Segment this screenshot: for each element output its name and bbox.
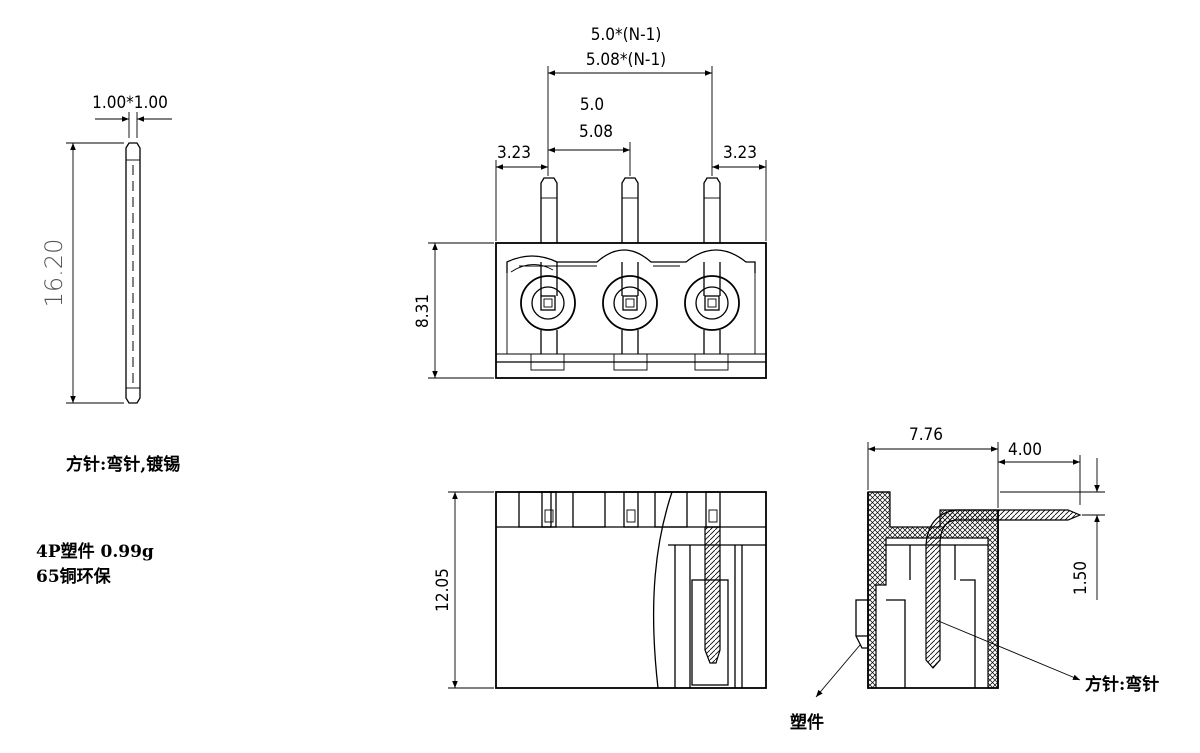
pin-spec-note: 方针:弯针,镀锡 bbox=[66, 455, 181, 475]
front-view: 12.05 bbox=[433, 491, 767, 689]
side-width-dim: 7.76 bbox=[909, 425, 943, 445]
pitch-dim-b: 5.08 bbox=[579, 122, 613, 142]
pin-detail-view: 1.00*1.00 16.20 bbox=[40, 93, 172, 404]
pin-offset-dim: 1.50 bbox=[1071, 561, 1091, 595]
pin-callout: 方针:弯针 bbox=[1085, 675, 1160, 695]
front-height-dim: 12.05 bbox=[433, 568, 453, 612]
side-section-view: 7.76 4.00 1.50 bbox=[815, 425, 1105, 698]
top-view: 5.0*(N-1) 5.08*(N-1) 5.0 5.08 3.23 3.23 … bbox=[413, 25, 767, 379]
pitch-dim-a: 5.0 bbox=[580, 95, 604, 115]
pitch-total-dim-b: 5.08*(N-1) bbox=[586, 50, 666, 70]
pin-length-dim: 16.20 bbox=[40, 239, 68, 308]
edge-left-dim: 3.23 bbox=[497, 143, 531, 163]
body-height-dim: 8.31 bbox=[413, 294, 433, 328]
weight-note: 4P塑件 0.99g bbox=[36, 542, 154, 562]
material-note: 65铜环保 bbox=[36, 567, 111, 587]
edge-right-dim: 3.23 bbox=[723, 143, 757, 163]
plastic-callout: 塑件 bbox=[790, 713, 824, 733]
pin-section-dim: 1.00*1.00 bbox=[92, 93, 168, 113]
overhang-dim: 4.00 bbox=[1008, 440, 1042, 460]
pitch-total-dim-a: 5.0*(N-1) bbox=[591, 25, 662, 45]
